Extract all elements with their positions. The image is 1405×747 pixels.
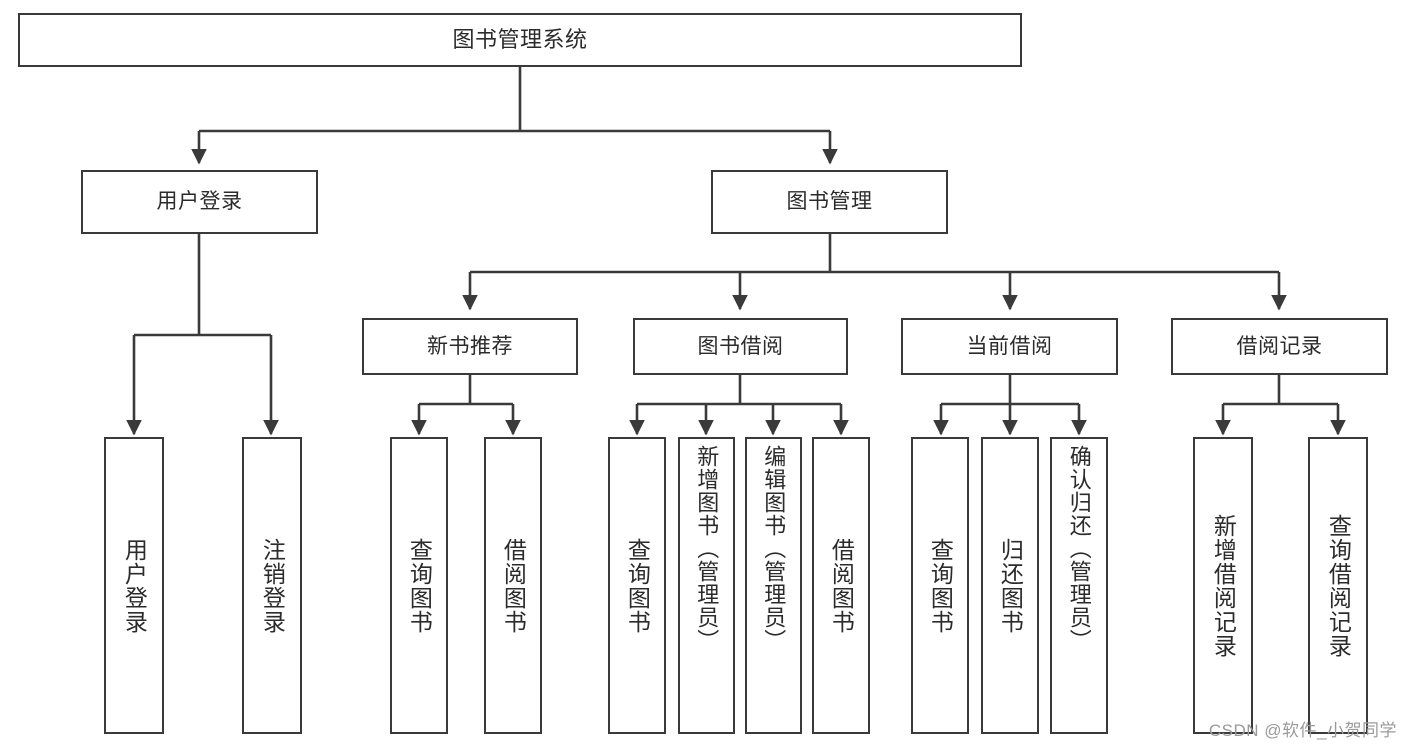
node-label: 当前借阅	[966, 334, 1053, 358]
node-label: 注销登录	[259, 537, 286, 634]
leaf-confirm-return[interactable]: 确认归还（管理员）	[1050, 437, 1108, 734]
node-label: 借阅记录	[1236, 334, 1323, 358]
node-label: 新增图书（管理员）	[694, 445, 720, 652]
node-label: 图书管理	[786, 190, 873, 214]
node-current-borrow[interactable]: 当前借阅	[901, 318, 1118, 375]
watermark-text: CSDN @软件_小贺同学	[1208, 721, 1397, 740]
leaf-borrow-book-2[interactable]: 借阅图书	[812, 437, 870, 734]
node-book-borrow[interactable]: 图书借阅	[633, 318, 848, 375]
node-new-book-recommend[interactable]: 新书推荐	[362, 318, 578, 375]
node-label: 图书借阅	[697, 334, 784, 358]
leaf-logout-login[interactable]: 注销登录	[242, 437, 302, 734]
leaf-add-book[interactable]: 新增图书（管理员）	[678, 437, 735, 734]
node-root-system[interactable]: 图书管理系统	[18, 13, 1022, 67]
node-label: 确认归还（管理员）	[1066, 445, 1092, 652]
leaf-borrow-book-1[interactable]: 借阅图书	[484, 437, 542, 734]
leaf-query-book-1[interactable]: 查询图书	[390, 437, 448, 734]
leaf-return-book[interactable]: 归还图书	[981, 437, 1039, 734]
node-label: 用户登录	[121, 537, 148, 634]
node-book-manage[interactable]: 图书管理	[711, 170, 948, 234]
leaf-add-record[interactable]: 新增借阅记录	[1193, 437, 1253, 734]
node-label: 查询图书	[624, 537, 651, 634]
leaf-user-login[interactable]: 用户登录	[104, 437, 164, 734]
node-label: 查询图书	[927, 537, 954, 634]
node-borrow-record[interactable]: 借阅记录	[1171, 318, 1388, 375]
leaf-query-book-2[interactable]: 查询图书	[608, 437, 666, 734]
node-label: 借阅图书	[500, 537, 527, 634]
node-label: 图书管理系统	[452, 26, 588, 52]
node-label: 用户登录	[156, 190, 243, 214]
node-label: 编辑图书（管理员）	[761, 445, 787, 652]
leaf-query-book-3[interactable]: 查询图书	[911, 437, 969, 734]
node-label: 新书推荐	[427, 334, 513, 358]
leaf-edit-book[interactable]: 编辑图书（管理员）	[745, 437, 802, 734]
node-label: 查询图书	[406, 537, 433, 634]
node-label: 新增借阅记录	[1210, 513, 1237, 658]
node-label: 借阅图书	[828, 537, 855, 634]
node-user-login[interactable]: 用户登录	[81, 170, 318, 234]
leaf-query-record[interactable]: 查询借阅记录	[1308, 437, 1368, 734]
node-label: 查询借阅记录	[1325, 513, 1352, 658]
node-label: 归还图书	[997, 537, 1024, 634]
